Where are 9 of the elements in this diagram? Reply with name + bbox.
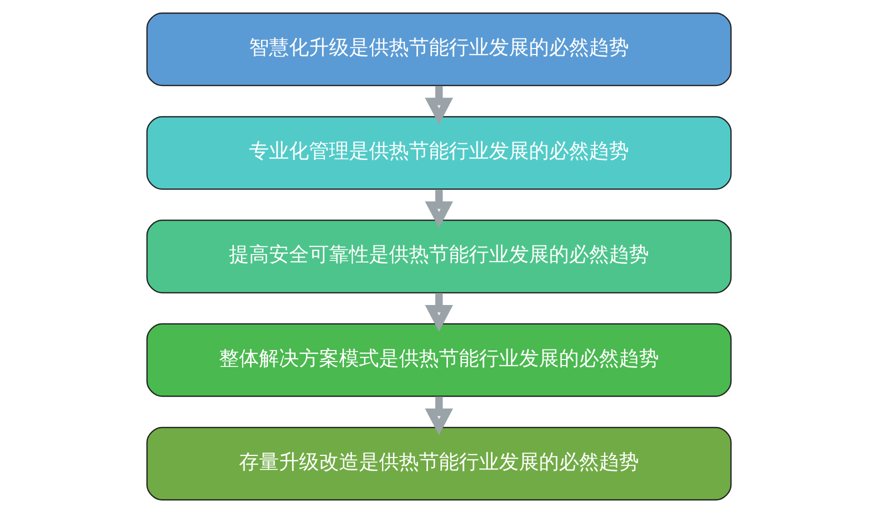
- node-box: 整体解决方案模式是供热节能行业发展的必然趋势: [146, 323, 732, 397]
- arrow: [424, 396, 454, 436]
- node-box: 智慧化升级是供热节能行业发展的必然趋势: [146, 12, 732, 86]
- node-box: 提高安全可靠性是供热节能行业发展的必然趋势: [146, 220, 732, 294]
- node-box: 存量升级改造是供热节能行业发展的必然趋势: [146, 426, 732, 500]
- arrow: [424, 86, 454, 125]
- node-box: 专业化管理是供热节能行业发展的必然趋势: [146, 116, 732, 190]
- arrow: [424, 190, 454, 228]
- arrow: [424, 293, 454, 332]
